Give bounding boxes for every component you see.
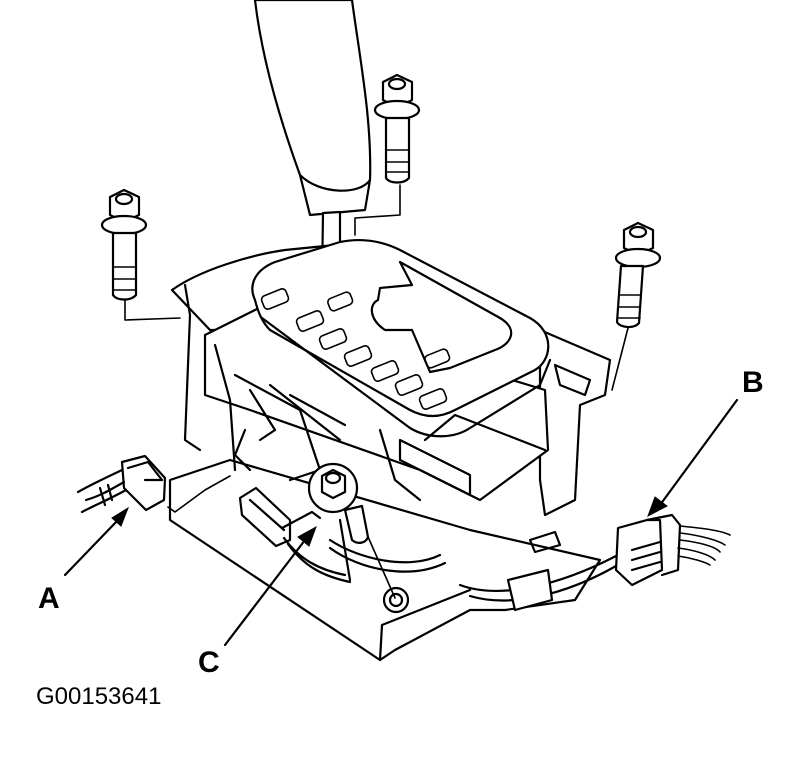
mounting-bolt-top (373, 73, 421, 184)
internal-mechanism (233, 373, 447, 614)
gate-slot-windows (260, 288, 451, 410)
connector-c (238, 486, 352, 584)
callout-label-c: C (198, 646, 220, 679)
leader-line-bolt-left (124, 299, 181, 321)
callout-arrow-c (223, 525, 317, 647)
callout-label-a: A (38, 582, 60, 615)
callout-arrow-a (63, 506, 130, 577)
center-bolt (307, 462, 370, 544)
connector-a (76, 454, 167, 514)
gate-indicator-panel (251, 239, 552, 438)
leader-line-connector-a (167, 475, 231, 513)
mounting-bolt-left (100, 188, 148, 301)
callout-arrow-b (647, 398, 739, 518)
leader-line-bolt-top (354, 184, 401, 236)
leader-line-bolt-right (611, 327, 629, 391)
figure-id: G00153641 (36, 683, 161, 710)
connector-b (458, 513, 731, 612)
shift-lever-knob (253, 0, 372, 217)
callout-label-b: B (742, 366, 764, 399)
mounting-bolt-right (614, 221, 662, 329)
